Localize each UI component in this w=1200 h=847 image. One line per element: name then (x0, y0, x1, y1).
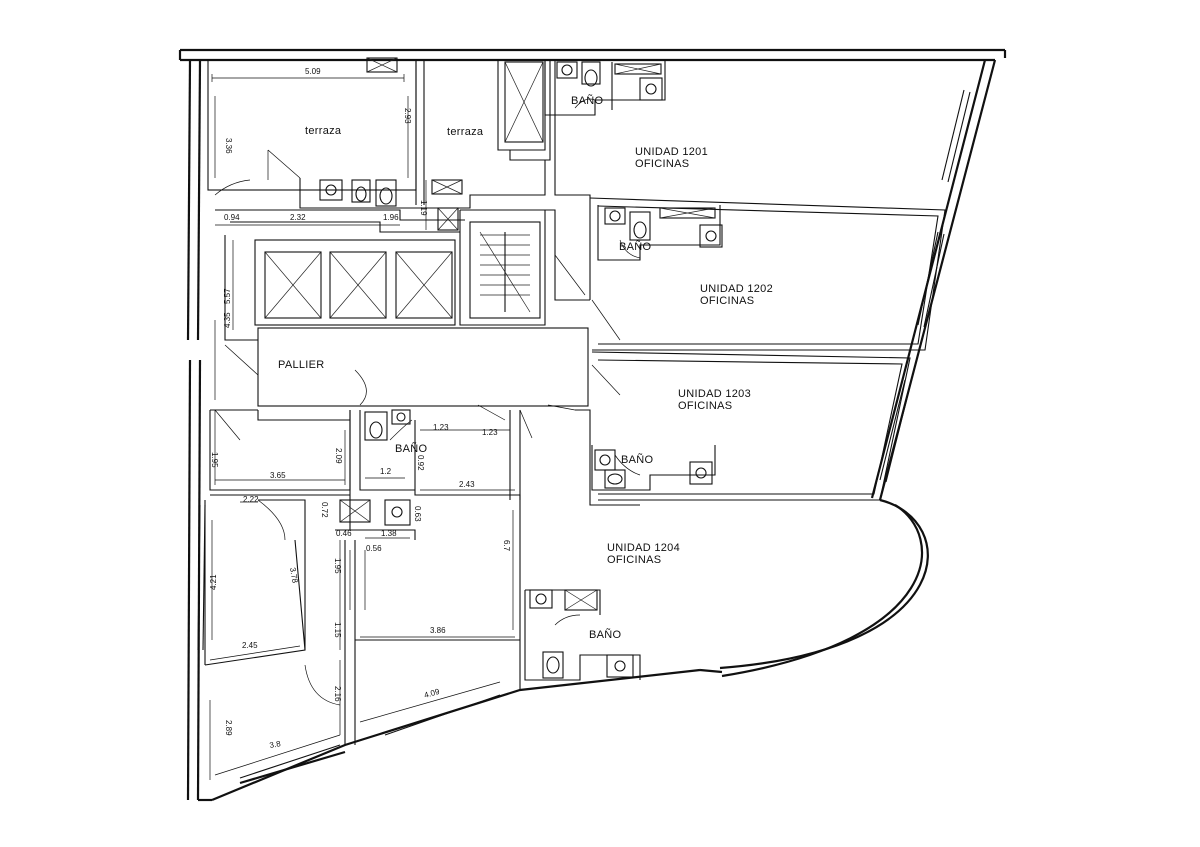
dim-2-16: 2.16 (333, 686, 342, 702)
dim-3-36: 3.36 (224, 138, 233, 154)
bath-label-1203: BAÑO (621, 453, 654, 466)
dim-0-94: 0.94 (224, 213, 240, 222)
interior-walls (204, 59, 946, 745)
staircase (469, 221, 541, 319)
bath-label-core: BAÑO (395, 442, 428, 455)
bath-label-1201: BAÑO (571, 94, 604, 107)
sanitary-fixtures (319, 61, 723, 679)
dimension-labels: 5.09 3.36 2.93 0.94 2.32 1.96 1.19 5.57 … (209, 67, 511, 750)
elevator-shafts (264, 57, 716, 611)
dim-3-86: 3.86 (430, 626, 446, 635)
dim-0-72: 0.72 (320, 502, 329, 518)
dim-0-92: 0.92 (416, 455, 425, 471)
door-swings (214, 98, 641, 706)
dimension-lines (209, 74, 515, 780)
dim-1-2: 1.2 (380, 467, 392, 476)
dim-1-96: 1.96 (383, 213, 399, 222)
unit-1203-name: UNIDAD 1203 (678, 388, 751, 400)
dim-4-21: 4.21 (209, 574, 218, 590)
unit-1202-name: UNIDAD 1202 (700, 283, 773, 295)
dim-3-65: 3.65 (270, 471, 286, 480)
dim-1-23-a: 1.23 (433, 423, 449, 432)
room-label-terraza-2: terraza (447, 126, 484, 138)
dim-2-45: 2.45 (242, 641, 258, 650)
unit-1201-name: UNIDAD 1201 (635, 146, 708, 158)
dim-2-09: 2.09 (334, 448, 343, 464)
room-labels: terraza terraza PALLIER UNIDAD 1201 OFIC… (278, 94, 773, 641)
dim-5-57: 5.57 (223, 288, 232, 304)
room-label-terraza-1: terraza (305, 125, 342, 137)
dim-1-19: 1.19 (419, 200, 428, 216)
dim-4-09: 4.09 (423, 687, 441, 700)
dim-2-43: 2.43 (459, 480, 475, 489)
room-label-pallier: PALLIER (278, 359, 325, 371)
unit-1202-use: OFICINAS (700, 295, 754, 307)
unit-1201-use: OFICINAS (635, 158, 689, 170)
unit-1204-name: UNIDAD 1204 (607, 542, 680, 554)
dim-1-15: 1.15 (333, 622, 342, 638)
dim-4-35: 4.35 (223, 312, 232, 328)
dim-6-7: 6.7 (502, 540, 511, 552)
dim-1-38: 1.38 (381, 529, 397, 538)
dim-2-93: 2.93 (403, 108, 412, 124)
unit-1204-use: OFICINAS (607, 554, 661, 566)
bath-label-1202: BAÑO (619, 240, 652, 253)
dim-2-32: 2.32 (290, 213, 306, 222)
dim-1-23-b: 1.23 (482, 428, 498, 437)
unit-1203-use: OFICINAS (678, 400, 732, 412)
dim-1-95-a: 1.95 (210, 452, 219, 468)
windows (197, 89, 971, 779)
dim-0-46: 0.46 (336, 529, 352, 538)
dim-3-78: 3.78 (288, 567, 300, 584)
dim-1-95-b: 1.95 (333, 558, 342, 574)
dim-2-89: 2.89 (224, 720, 233, 736)
outer-walls (178, 48, 1007, 802)
dim-0-56: 0.56 (366, 544, 382, 553)
dim-5-09: 5.09 (305, 67, 321, 76)
bath-label-1204: BAÑO (589, 628, 622, 641)
dim-3-8: 3.8 (269, 739, 282, 750)
dim-2-22: 2.22 (243, 495, 259, 504)
dim-0-63: 0.63 (413, 506, 422, 522)
